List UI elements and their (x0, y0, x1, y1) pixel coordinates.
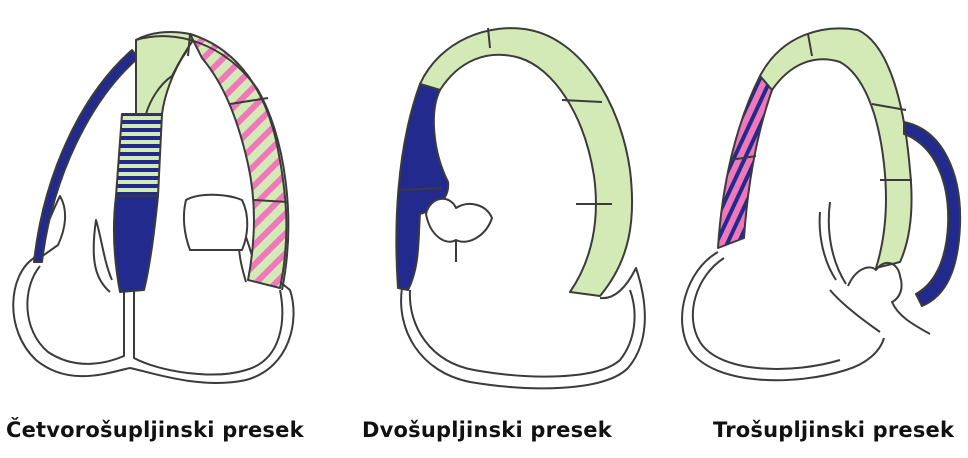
rv-wall-akinetic (904, 122, 960, 306)
left-ventricle-base-outline (184, 195, 247, 250)
septal-mid-horizontal-stripes (116, 114, 162, 196)
septal-basal-akinetic (114, 196, 158, 292)
posterior-wall-normal (760, 28, 912, 268)
left-atrium-inner (693, 258, 840, 369)
inferior-wall-akinetic (396, 84, 448, 290)
anteroseptal-wall-stripes (718, 76, 772, 248)
mitral-valve-outline (426, 199, 492, 242)
four-chamber-view (13, 32, 293, 383)
atrial-septum (134, 290, 282, 374)
caption-two-chamber: Dvošupljinski presek (362, 418, 612, 442)
left-atrium-outline (682, 252, 884, 380)
anterior-wall-normal (420, 28, 632, 296)
caption-four-chamber: Četvorošupljinski presek (6, 418, 304, 442)
caption-three-chamber: Trošupljinski presek (713, 418, 954, 442)
two-chamber-view (396, 28, 644, 388)
apical-lateral-segment-normal (136, 32, 196, 114)
tricuspid-leaflet-right (94, 220, 112, 292)
three-chamber-view (682, 28, 960, 380)
left-atrium-inner (410, 290, 635, 377)
right-atrium-outline (27, 266, 124, 364)
aortic-wall (830, 290, 880, 332)
